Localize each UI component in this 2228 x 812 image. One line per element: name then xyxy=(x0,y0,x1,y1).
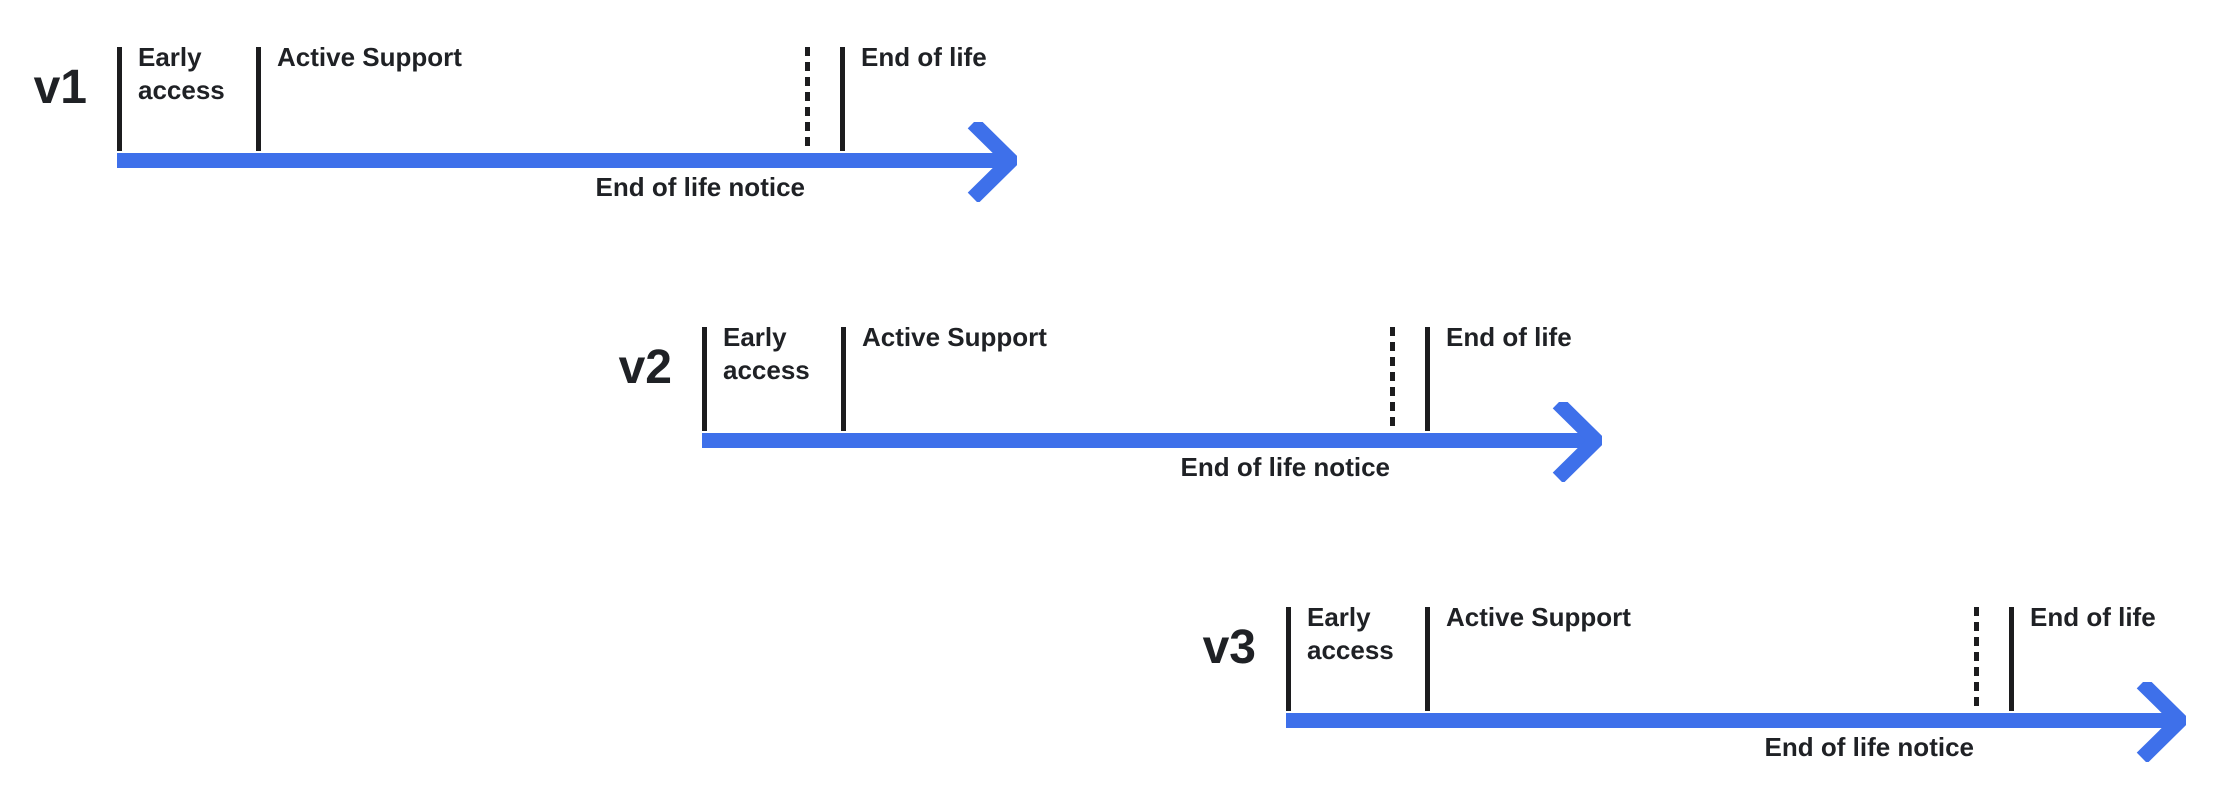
arrowhead-icon xyxy=(2136,682,2186,762)
early-access-start-tick xyxy=(117,47,122,151)
early-access-label: Early access xyxy=(1307,602,1394,665)
version-label: v2 xyxy=(618,341,672,394)
timeline-arrow xyxy=(117,122,1017,202)
early-access-start-tick xyxy=(702,327,707,431)
end-of-life-notice-label: End of life notice xyxy=(1764,732,1974,762)
end-of-life-notice-dashed-tick xyxy=(805,47,810,151)
end-of-life-notice-dashed-tick xyxy=(1390,327,1395,431)
timeline-row-v2: v2 Early access Active Support End of li… xyxy=(619,322,1622,497)
active-support-start-tick xyxy=(841,327,846,431)
early-access-label: Early access xyxy=(723,322,810,385)
version-label: v3 xyxy=(1202,621,1256,674)
end-of-life-tick xyxy=(840,47,845,151)
timeline-row-v3: v3 Early access Active Support End of li… xyxy=(1203,602,2206,777)
active-support-start-tick xyxy=(256,47,261,151)
version-label: v1 xyxy=(33,61,87,114)
end-of-life-notice-label: End of life notice xyxy=(595,172,805,202)
active-support-label: Active Support xyxy=(862,322,1047,352)
end-of-life-label: End of life xyxy=(861,42,987,72)
arrowhead-icon xyxy=(1552,402,1602,482)
end-of-life-tick xyxy=(2009,607,2014,711)
timeline-row-v1: v1 Early access Active Support End of li… xyxy=(34,42,1037,217)
active-support-label: Active Support xyxy=(1446,602,1631,632)
end-of-life-notice-label: End of life notice xyxy=(1180,452,1390,482)
end-of-life-label: End of life xyxy=(1446,322,1572,352)
active-support-start-tick xyxy=(1425,607,1430,711)
timeline-arrow xyxy=(1286,682,2186,762)
end-of-life-notice-dashed-tick xyxy=(1974,607,1979,711)
early-access-label: Early access xyxy=(138,42,225,105)
end-of-life-tick xyxy=(1425,327,1430,431)
end-of-life-label: End of life xyxy=(2030,602,2156,632)
timeline-arrow xyxy=(702,402,1602,482)
active-support-label: Active Support xyxy=(277,42,462,72)
early-access-start-tick xyxy=(1286,607,1291,711)
arrowhead-icon xyxy=(967,122,1017,202)
